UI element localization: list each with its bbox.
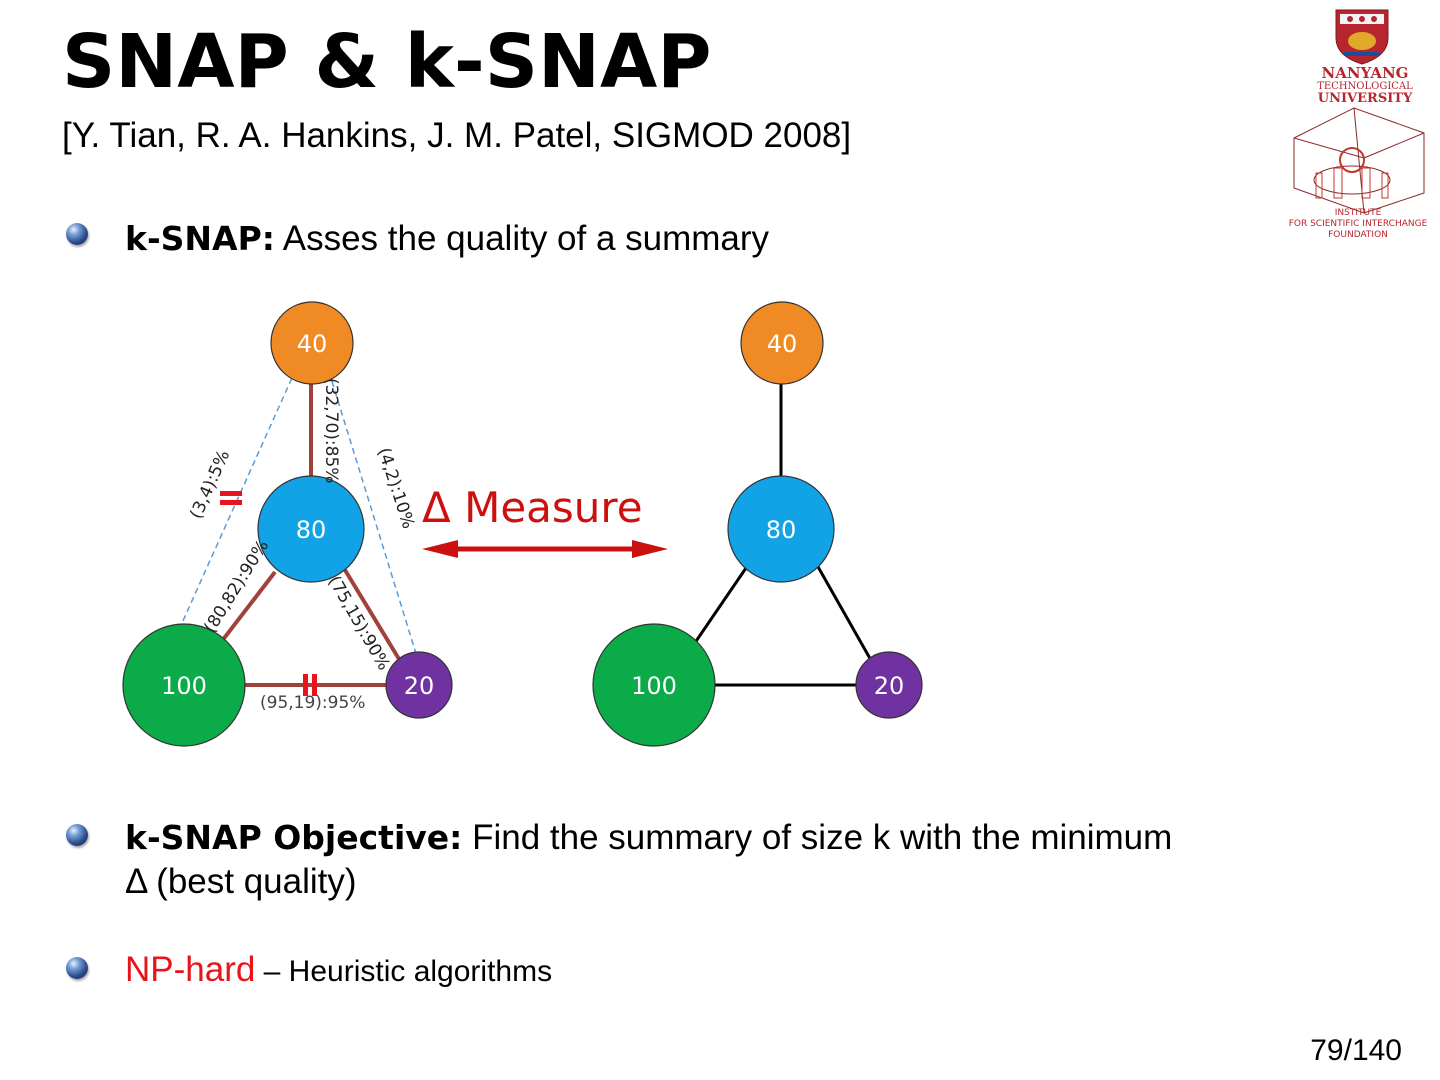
cut-mark-100-20 [303, 674, 317, 696]
right-node-20: 20 [855, 651, 923, 719]
right-edge-80-20 [815, 564, 874, 663]
right-node-100-label: 100 [631, 672, 677, 700]
ntu-line-1: NANYANG [1322, 64, 1409, 82]
right-node-80: 80 [727, 475, 835, 583]
right-node-40: 40 [740, 301, 824, 385]
isi-line-1: INSTITUTE [1335, 208, 1382, 218]
bullet-3-keyword: NP-hard [125, 950, 256, 989]
bullet-1-text: Asses the quality of a summary [274, 219, 770, 258]
bullet-3: NP-hard – Heuristic algorithms [125, 948, 552, 994]
bullet-icon [66, 824, 88, 846]
left-node-80-label: 80 [296, 516, 327, 544]
ntu-crest-icon [1335, 9, 1389, 65]
bullet-icon [66, 223, 88, 245]
left-node-100: 100 [122, 623, 246, 747]
ntu-line-3: UNIVERSITY [1318, 91, 1413, 106]
bullet-2-text-line2: Δ (best quality) [125, 862, 357, 901]
edge-label-40-100: (3,4):5% [186, 447, 234, 522]
left-node-20-label: 20 [404, 672, 435, 700]
right-node-20-label: 20 [874, 672, 905, 700]
bullet-3-text: – Heuristic algorithms [255, 955, 553, 988]
university-logo: NANYANG TECHNOLOGICAL UNIVERSITY INSTITU… [1289, 9, 1428, 240]
edge-label-40-20: (4,2):10% [373, 445, 418, 531]
citation: [Y. Tian, R. A. Hankins, J. M. Patel, SI… [62, 116, 852, 155]
slide-title: SNAP & k-SNAP [62, 19, 712, 105]
isi-line-3: FOUNDATION [1328, 230, 1388, 240]
cut-mark-40-100 [220, 491, 242, 505]
edge-80-20 [343, 568, 404, 666]
delta-measure-label: Δ Measure [422, 483, 643, 532]
left-node-20: 20 [385, 651, 453, 719]
isi-line-2: FOR SCIENTIFIC INTERCHANGE [1289, 219, 1428, 229]
left-node-80: 80 [257, 475, 365, 583]
edge-label-40-80: (32,70):85% [321, 378, 341, 483]
edge-80-100 [213, 570, 277, 652]
right-node-80-label: 80 [766, 516, 797, 544]
bullet-icon [66, 957, 88, 979]
bullet-2-keyword: k-SNAP Objective: [125, 818, 463, 857]
right-node-40-label: 40 [767, 330, 798, 358]
left-node-100-label: 100 [161, 672, 207, 700]
right-edge-80-100 [688, 567, 748, 651]
edge-label-80-20: (75,15):90% [324, 573, 394, 674]
edge-label-100-20: (95,19):95% [260, 693, 365, 713]
page-number: 79/140 [1310, 1034, 1402, 1067]
dashed-edge-40-20 [325, 361, 419, 661]
bullet-1: k-SNAP: Asses the quality of a summary [125, 217, 769, 261]
double-arrow [422, 540, 668, 558]
isi-emblem-icon [1293, 107, 1425, 214]
ntu-line-2: TECHNOLOGICAL [1317, 81, 1413, 92]
bullet-1-keyword: k-SNAP: [125, 219, 275, 258]
right-node-100: 100 [592, 623, 716, 747]
left-node-40: 40 [270, 301, 354, 385]
left-node-40-label: 40 [297, 330, 328, 358]
bullet-2-text: Find the summary of size k with the mini… [462, 818, 1173, 857]
bullet-2: k-SNAP Objective: Find the summary of si… [125, 816, 1172, 904]
